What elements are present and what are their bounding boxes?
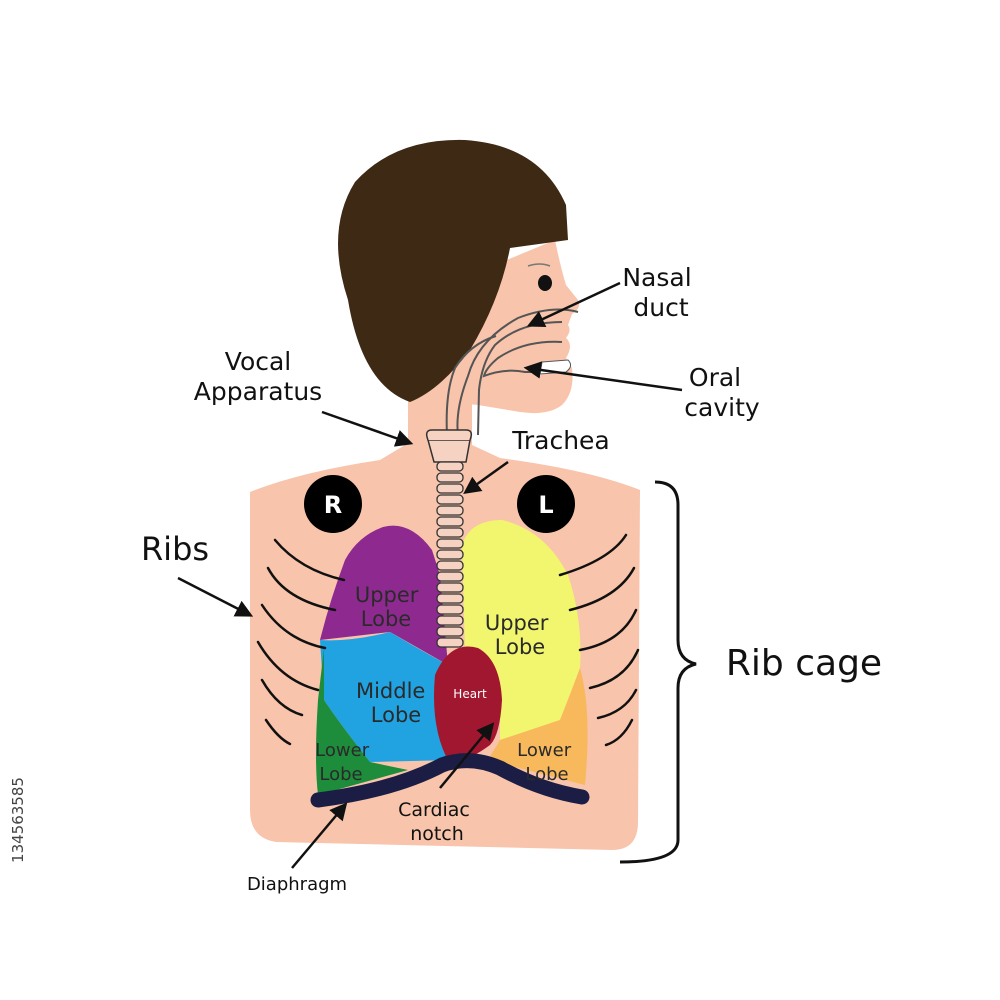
ribs-arrow [177,576,254,617]
right-lower-lobe [316,648,408,795]
trachea-ring [436,582,464,593]
ribs-label: Ribs [141,530,209,568]
airway-back [445,335,497,436]
right-ribs [256,538,346,746]
trachea-ring [436,560,464,571]
trachea-ring [436,472,464,483]
trachea-ring [436,483,464,494]
trachea-ring [436,626,464,637]
trachea-ring [436,549,464,560]
left-side-marker-label: L [538,491,553,519]
vocal-apparatus-label: Vocal Apparatus [194,347,322,406]
trachea-label: Trachea [511,426,610,455]
rib-cage-brace [619,480,697,864]
oral-cavity-label: Oral cavity [684,363,760,422]
left-side-marker [517,475,575,533]
nasal-duct-arrow [526,281,621,328]
eye [538,275,552,291]
cardiac-notch-label: Cardiac notch [398,799,476,845]
cardiac-notch-arrow [439,722,495,789]
trachea-ring [436,593,464,604]
hair [338,139,568,403]
right-side-marker [304,475,362,533]
right-middle-lobe [320,632,452,762]
oral-passage [482,340,563,378]
trachea-ring [436,527,464,538]
trachea-ring [436,637,464,648]
trachea-ring [436,494,464,505]
heart-label: Heart [453,687,487,701]
stock-id-text: 134563585 [9,777,27,863]
diaphragm-arrow [291,802,348,869]
left-ribs [558,533,640,747]
left-upper-lobe-label: Upper Lobe [485,611,555,659]
trachea-ring [436,571,464,582]
nasal-duct-label: Nasal duct [622,263,699,322]
left-lower-lobe-label: Lower Lobe [517,740,577,785]
nasal-passage [456,308,579,436]
right-upper-lobe-label: Upper Lobe [355,583,425,631]
eyebrow [527,263,551,267]
right-lower-lobe-label: Lower Lobe [315,740,375,785]
trachea-ring [436,604,464,615]
right-side-marker-label: R [324,491,342,519]
left-lower-lobe [488,668,588,785]
right-middle-lobe-label: Middle Lobe [356,679,432,727]
right-upper-lobe [320,525,448,665]
trachea-arrow [463,460,509,495]
trachea-rings [436,461,464,648]
rib-cage-label: Rib cage [726,643,882,684]
trachea-ring [436,615,464,626]
trachea-ring [436,538,464,549]
trachea-ring [436,461,464,472]
trachea [425,429,473,463]
trachea-ring [436,505,464,516]
stock-id-watermark: 134563585 [6,765,30,875]
diaphragm-label: Diaphragm [247,874,347,895]
vocal-apparatus-arrow [321,410,414,447]
oral-cavity-arrow [523,361,683,392]
left-upper-lobe [462,520,581,740]
trachea-ring [436,516,464,527]
